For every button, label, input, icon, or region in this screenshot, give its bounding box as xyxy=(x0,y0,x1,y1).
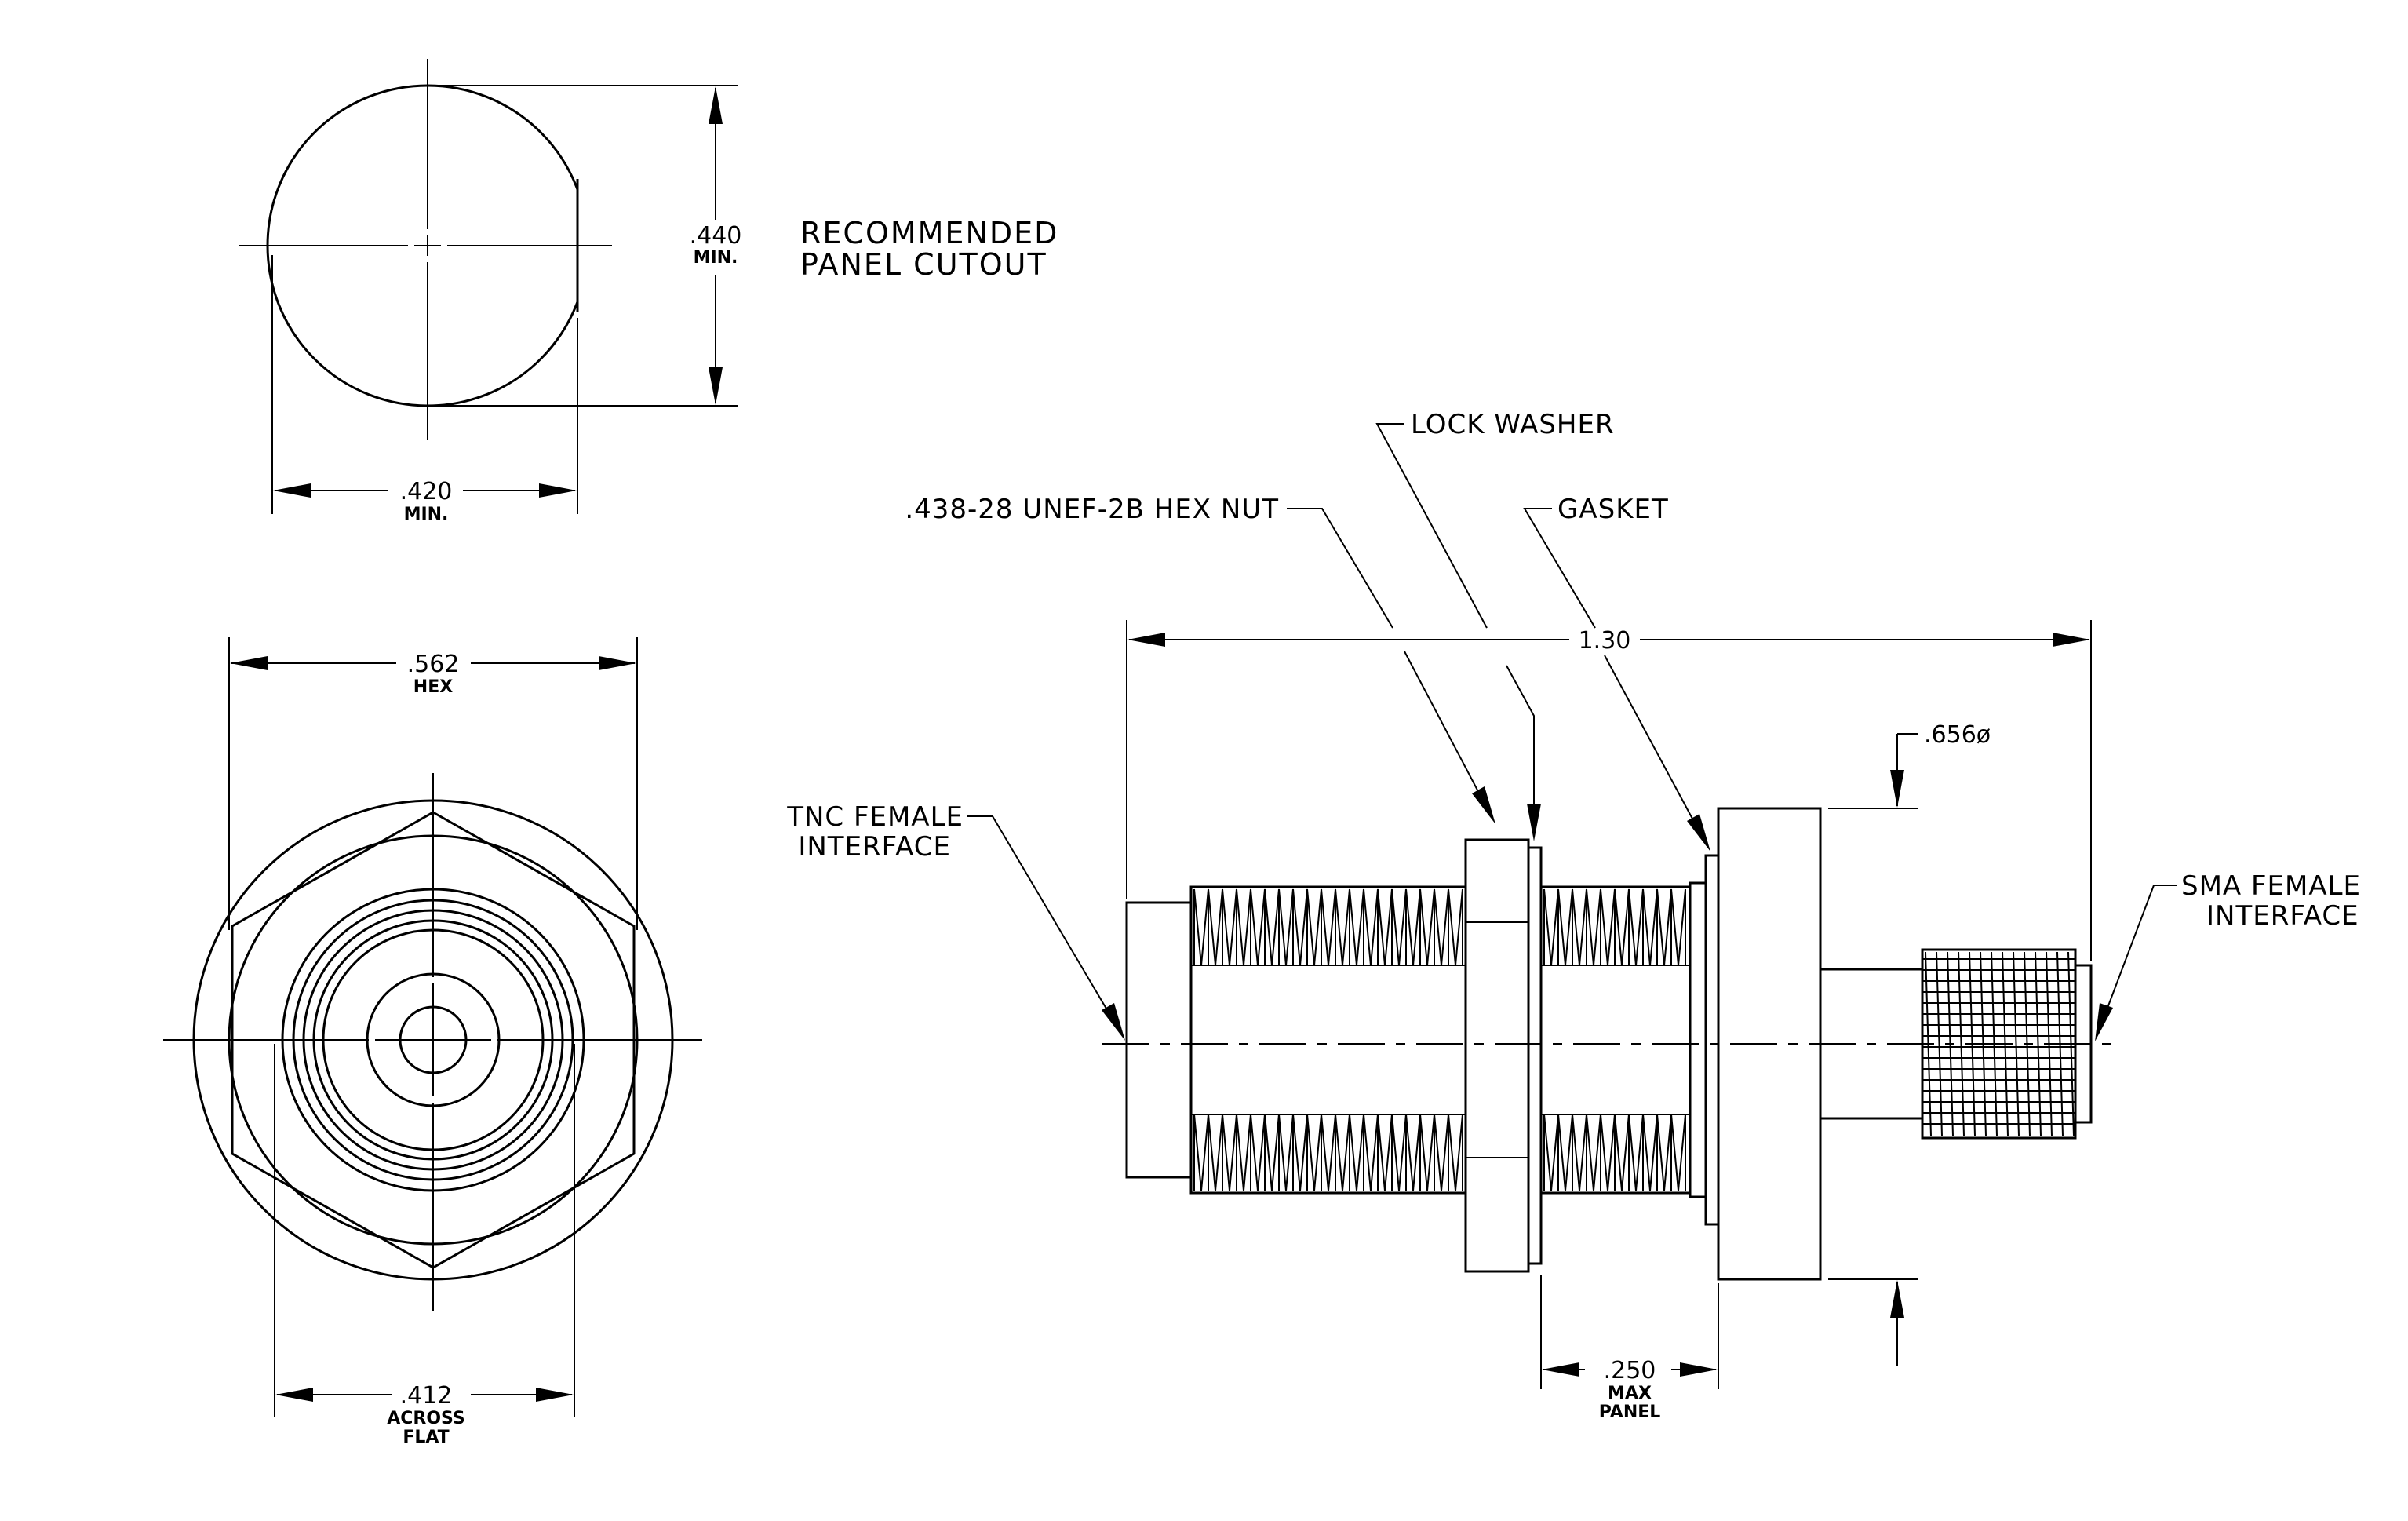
cutout-title-line2: PANEL CUTOUT xyxy=(800,247,1047,282)
sma-label-line2: INTERFACE xyxy=(2206,900,2359,932)
lock-washer-label: LOCK WASHER xyxy=(1411,409,1615,440)
cutout-title-line1: RECOMMENDED xyxy=(800,216,1058,250)
gasket-label: GASKET xyxy=(1557,494,1669,525)
flat-dim: .412 xyxy=(400,1382,453,1410)
flat-sub-2: FLAT xyxy=(403,1428,449,1447)
hex-nut-side xyxy=(1464,838,1530,1273)
hex-nut-label: .438-28 UNEF-2B HEX NUT xyxy=(905,494,1279,525)
overall-length-dim: 1.30 xyxy=(1579,627,1631,655)
tnc-label-line2: INTERFACE xyxy=(798,831,951,863)
side-view: 1.30 .656ø .250 MAX PANEL LOCK WASHER GA… xyxy=(786,409,2361,1422)
cutout-width-sub: MIN. xyxy=(404,505,449,524)
panel-cutout-view: .440 MIN. RECOMMENDED PANEL CUTOUT .420 … xyxy=(239,59,1058,524)
cutout-height-sub: MIN. xyxy=(694,248,738,268)
sma-label-line1: SMA FEMALE xyxy=(2181,870,2361,902)
panel-sub-1: MAX xyxy=(1608,1384,1652,1403)
lock-washer xyxy=(1527,846,1543,1265)
gasket xyxy=(1704,854,1720,1226)
cutout-height-dim: .440 xyxy=(690,222,742,250)
flat-sub-1: ACROSS xyxy=(387,1409,465,1428)
flange-dia-dim: .656ø xyxy=(1924,721,1991,749)
tnc-body xyxy=(1125,901,1193,1179)
cutout-width-dim: .420 xyxy=(400,478,453,505)
panel-dim: .250 xyxy=(1604,1357,1656,1384)
hex-dim: .562 xyxy=(407,651,460,678)
panel-sub-2: PANEL xyxy=(1599,1402,1661,1422)
hex-sub: HEX xyxy=(413,677,453,697)
front-view: .562 HEX .412 ACROSS FLAT xyxy=(163,637,702,1447)
tnc-label-line1: TNC FEMALE xyxy=(786,801,964,833)
